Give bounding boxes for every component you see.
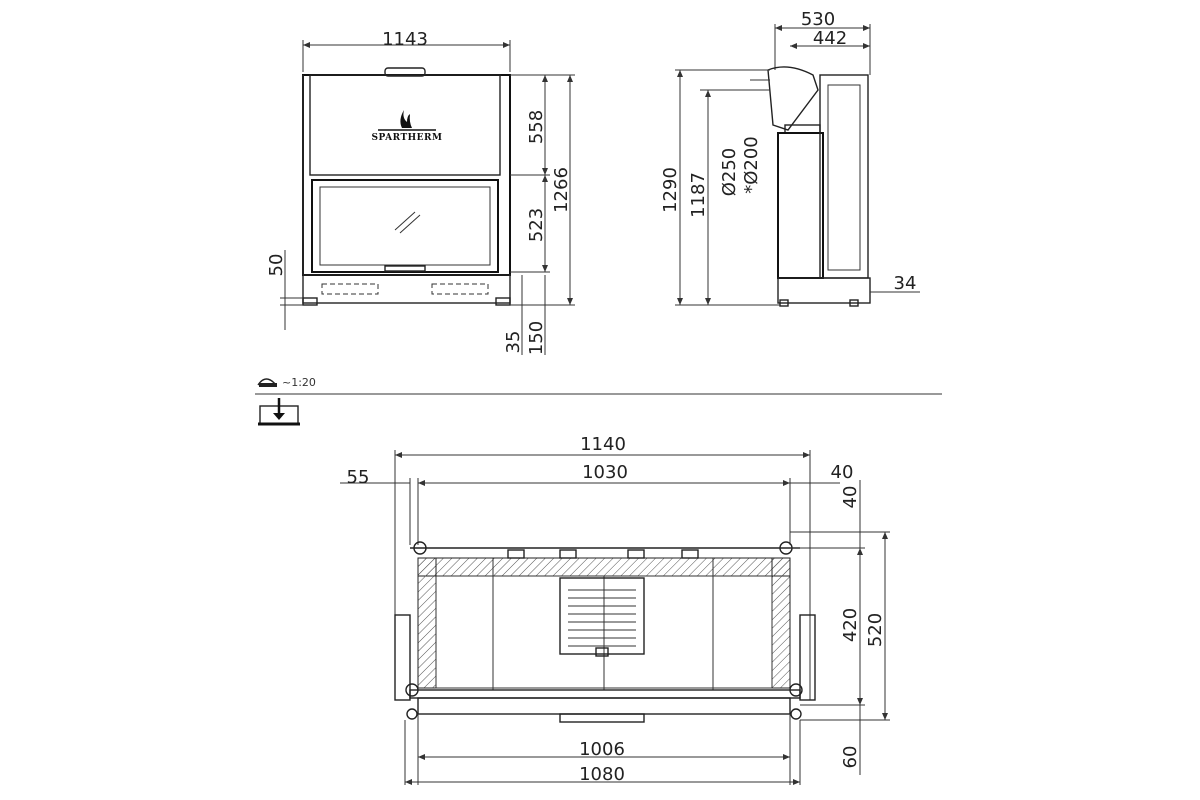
dim-inner-depth-plan: 420 — [840, 608, 861, 642]
dim-total-depth: 520 — [865, 613, 886, 647]
dim-rear-offset: 34 — [894, 273, 917, 294]
plan-view-icon — [258, 398, 300, 426]
dim-right-offset: 40 — [831, 462, 854, 483]
dim-left-offset: 55 — [347, 467, 370, 488]
dim-base-width: 1080 — [579, 764, 625, 785]
dim-door-height: 523 — [526, 208, 547, 242]
dim-front-width: 1143 — [382, 29, 428, 50]
logo-text: SPARTHERM — [372, 133, 443, 143]
dim-foot: 35 — [503, 331, 524, 354]
dim-base-offset: 50 — [266, 254, 287, 277]
grate — [568, 585, 636, 650]
dim-inner-depth: 442 — [813, 28, 847, 49]
scale-label: ~1:20 — [282, 376, 316, 389]
dim-total-height: 1266 — [551, 167, 572, 213]
scale-indicator: ~1:20 — [255, 376, 942, 426]
plan-view: 1140 1030 55 40 — [340, 434, 890, 785]
dim-front-depth: 60 — [840, 746, 861, 769]
dim-inner-width: 1030 — [582, 462, 628, 483]
dim-flue-inner: *Ø200 — [741, 136, 762, 194]
dim-flue-height: 1187 — [688, 172, 709, 218]
dim-rear-offset-plan: 40 — [840, 486, 861, 509]
dim-depth: 530 — [801, 9, 835, 30]
dim-base-height: 150 — [526, 321, 547, 355]
dim-flue-outer: Ø250 — [719, 148, 740, 197]
dim-total-height-side: 1290 — [660, 167, 681, 213]
dim-front-width-plan: 1006 — [579, 739, 625, 760]
dim-top-section: 558 — [526, 110, 547, 144]
spartherm-logo: SPARTHERM — [372, 110, 443, 143]
front-view: 1143 SPARTHERM 558 1266 523 35 — [266, 29, 575, 355]
dim-outer-width: 1140 — [580, 434, 626, 455]
side-view: 530 442 1290 1187 Ø250 *Ø200 34 — [660, 9, 920, 307]
